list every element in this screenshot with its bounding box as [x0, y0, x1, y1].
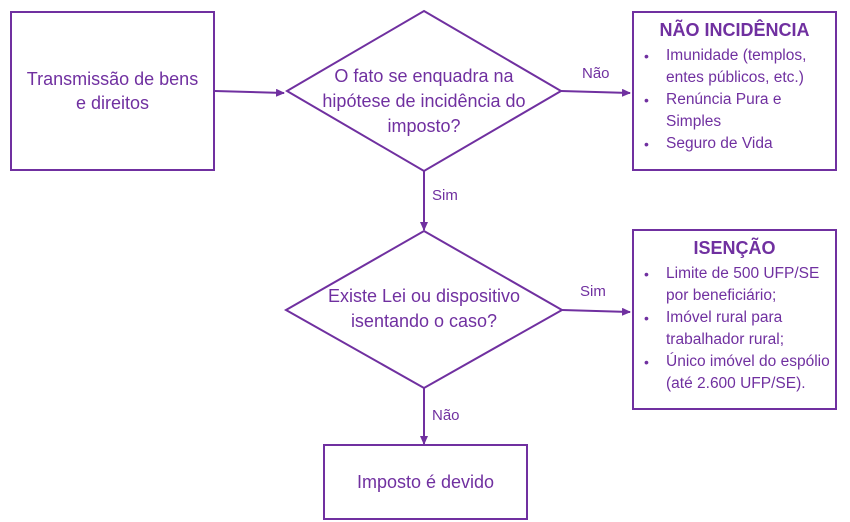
decision1-text: O fato se enquadra na hipótese de incidê… — [322, 66, 526, 136]
list-item: Imóvel rural para trabalhador rural; — [644, 307, 831, 351]
nao-incidencia-title: NÃO INCIDÊNCIA — [659, 20, 810, 40]
nao-incidencia-panel: NÃO INCIDÊNCIA Imunidade (templos, entes… — [632, 11, 837, 171]
edge-label-d1-no: Não — [582, 65, 610, 82]
isencao-panel: ISENÇÃO Limite de 500 UFP/SE por benefic… — [632, 229, 837, 410]
edge-label-d1-yes: Sim — [432, 187, 458, 204]
arrow-decision1-no — [560, 88, 631, 97]
decision1-diamond — [285, 9, 563, 173]
list-item: Renúncia Pura e Simples — [644, 89, 831, 133]
isencao-list: Limite de 500 UFP/SE por beneficiário; I… — [644, 263, 831, 395]
list-item: Imunidade (templos, entes públicos, etc.… — [644, 45, 831, 89]
list-item: Único imóvel do espólio (até 2.600 UFP/S… — [644, 351, 831, 395]
edge-label-d2-no: Não — [432, 407, 460, 424]
list-item: Seguro de Vida — [644, 133, 831, 155]
end-node-text: Imposto é devido — [356, 472, 495, 492]
nao-incidencia-list: Imunidade (templos, entes públicos, etc.… — [644, 45, 831, 155]
end-node: Imposto é devido — [323, 444, 528, 520]
decision2-diamond — [283, 229, 565, 390]
arrow-start-to-decision1 — [214, 88, 285, 97]
start-node-text: Transmissão de bens e direitos — [26, 69, 199, 113]
list-item: Limite de 500 UFP/SE por beneficiário; — [644, 263, 831, 307]
arrow-decision2-yes — [561, 307, 631, 316]
decision2-text: Existe Lei ou dispositivo isentando o ca… — [327, 286, 521, 331]
isencao-title: ISENÇÃO — [693, 238, 776, 258]
start-node: Transmissão de bens e direitos — [10, 11, 215, 171]
edge-label-d2-yes: Sim — [580, 283, 606, 300]
